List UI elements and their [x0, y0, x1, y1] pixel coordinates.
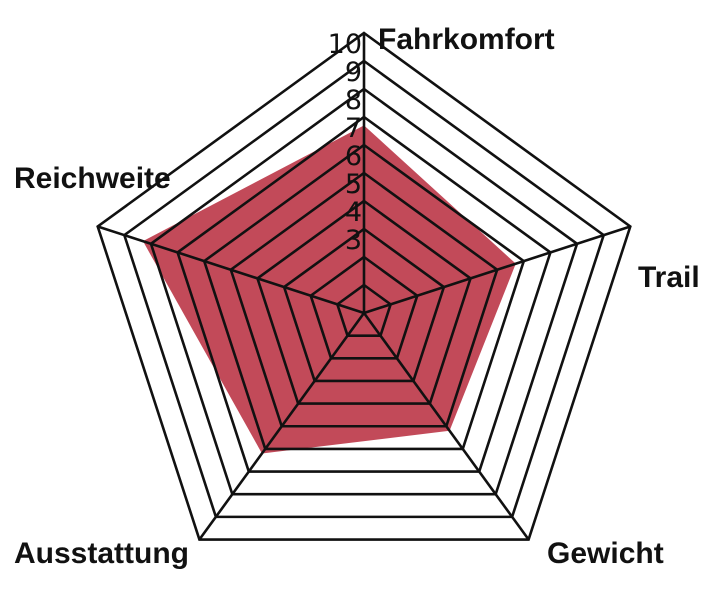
grid-ring-8: [149, 87, 579, 496]
axis-label-trail: Trail: [638, 261, 700, 294]
axis-spoke-2: [362, 312, 530, 541]
series-area-0: [142, 125, 516, 454]
tick-label-8: 8: [345, 85, 362, 116]
axis-label-reichweite: Reichweite: [14, 162, 171, 195]
tick-label-3: 3: [345, 225, 362, 256]
grid-ring-10: [96, 31, 632, 541]
tick-label-6: 6: [345, 141, 362, 172]
axis-label-fahrkomfort: Fahrkomfort: [378, 23, 555, 56]
grid-ring-9: [122, 59, 606, 519]
tick-label-5: 5: [345, 169, 362, 200]
axis-spoke-1: [363, 225, 631, 315]
grid-ring-7: [176, 115, 552, 473]
grid-ring-4: [255, 199, 473, 405]
tick-label-7: 7: [345, 113, 362, 144]
grid-ring-1: [335, 283, 393, 337]
grid-ring-6: [202, 143, 526, 451]
grid-ring-2: [309, 255, 419, 360]
axis-label-gewicht: Gewicht: [547, 537, 664, 570]
axis-spoke-4: [97, 225, 365, 315]
grid-ring-3: [282, 227, 446, 383]
axis-spoke-3: [198, 312, 366, 541]
grid-layer: [96, 31, 632, 541]
axis-labels: Fahrkomfort Trail Gewicht Ausstattung Re…: [14, 23, 700, 570]
data-area-layer: [142, 125, 516, 454]
grid-ring-5: [229, 171, 499, 428]
axis-label-ausstattung: Ausstattung: [14, 537, 189, 570]
tick-label-9: 9: [345, 57, 362, 88]
tick-label-10: 10: [328, 29, 362, 60]
tick-label-4: 4: [345, 197, 362, 228]
